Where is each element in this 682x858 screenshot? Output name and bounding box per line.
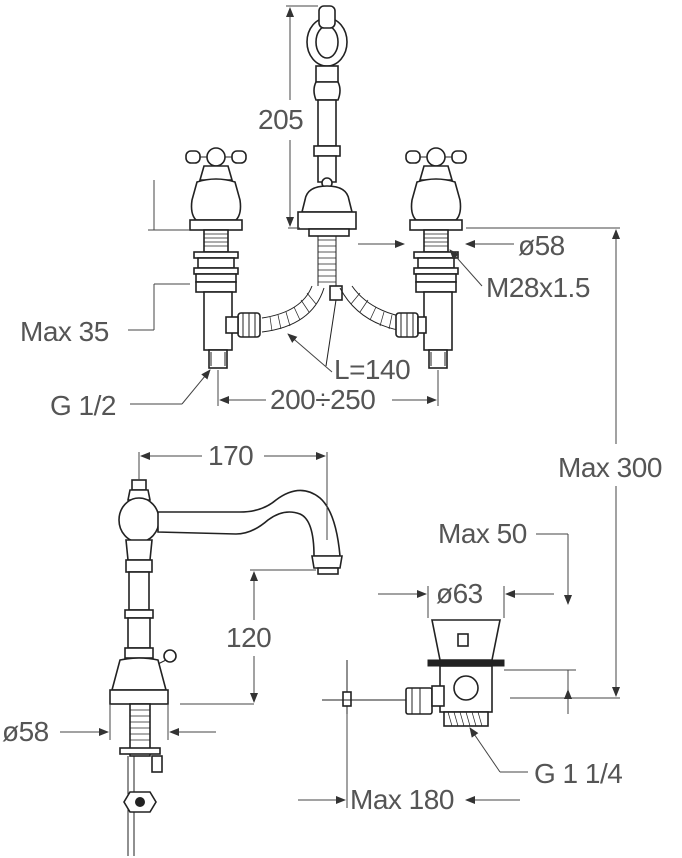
side-spout-view <box>109 479 343 856</box>
dim-center-distance: 200÷250 <box>270 384 376 415</box>
dim-spout-clearance: 120 <box>226 622 272 653</box>
dim-inlet-diameter: ø58 <box>518 230 565 261</box>
pull-rod <box>325 299 337 367</box>
dim-max-thickness: Max 35 <box>20 316 109 347</box>
dim-spout-height: 205 <box>258 104 304 135</box>
dim-max-rod-length: Max 180 <box>350 784 454 815</box>
dim-drain-diameter: ø63 <box>436 578 483 609</box>
dim-max-50: Max 50 <box>438 518 527 549</box>
central-spout <box>297 5 357 301</box>
top-faucet-assembly <box>185 5 467 369</box>
drain-assembly <box>322 619 505 727</box>
dim-connection-thread: G 1/2 <box>50 390 116 421</box>
dim-hose-length: L=140 <box>334 354 411 385</box>
dim-thread-size: M28x1.5 <box>486 272 590 303</box>
dimension-lines <box>60 5 620 808</box>
dim-spout-reach: 170 <box>208 440 254 471</box>
right-valve <box>405 147 467 369</box>
dim-max-total-height: Max 300 <box>558 452 662 483</box>
left-valve <box>185 147 247 369</box>
dim-drain-thread: G 1 1/4 <box>534 758 623 789</box>
dim-body-diameter: ø58 <box>2 716 49 747</box>
flexible-hoses <box>225 285 427 338</box>
